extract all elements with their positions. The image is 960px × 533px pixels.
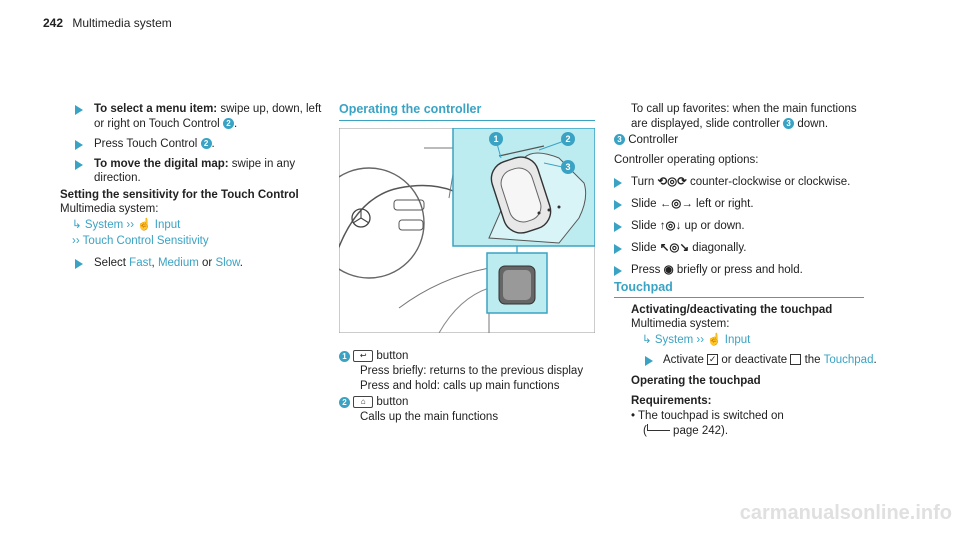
nav-chevron-icon: ››: [696, 334, 705, 346]
nav-chevron-icon: ››: [126, 219, 135, 231]
option-fast[interactable]: Fast: [129, 257, 152, 269]
bullet-arrow-icon: [614, 221, 622, 232]
step-move-map: To move the digital map: swipe in any: [94, 158, 296, 170]
caption-back-line1: Press briefly: returns to the previous d…: [360, 365, 584, 377]
sensitivity-subtitle: Multimedia system:: [60, 203, 159, 215]
title-rule: [614, 297, 864, 298]
bullet-arrow-icon: [75, 258, 83, 269]
checkbox-empty-icon: [790, 354, 802, 366]
op-slide-lr: Slide ←◎→ left or right.: [631, 198, 754, 210]
figure-callout-2: 2: [561, 132, 575, 146]
press-controller-icon: ◉: [663, 264, 674, 276]
section-title: Multimedia system: [72, 16, 172, 30]
nav-path-touchpad[interactable]: ↳ System ›› ☝ Input: [642, 334, 750, 347]
controller-figure: 1 2 3: [313, 127, 596, 334]
touch-hand-icon: ☝: [137, 219, 152, 231]
touchpad-title: Touchpad: [614, 280, 673, 294]
checkbox-checked-icon: ✓: [707, 354, 719, 366]
op-turn: Turn ⟲◎⟳ counter-clockwise or clockwise.: [631, 176, 851, 188]
nav-return-icon: ↳: [642, 334, 652, 346]
step-select-menu-item-line2: or right on Touch Control 2.: [94, 118, 238, 130]
op-slide-ud: Slide ↑◎↓ up or down.: [631, 220, 745, 232]
requirement-item: • The touchpad is switched on: [631, 410, 784, 422]
title-rule: [339, 120, 595, 121]
bullet-dot-icon: •: [631, 410, 636, 422]
callout-3: 3: [783, 118, 795, 130]
nav-input-link[interactable]: Input: [154, 219, 181, 231]
bullet-arrow-icon: [75, 139, 83, 150]
nav-touch-sensitivity-link[interactable]: Touch Control Sensitivity: [82, 235, 209, 247]
step-select-menu-item: To select a menu item: swipe up, down, l…: [94, 103, 322, 115]
step-select-sensitivity: Select Fast, Medium or Slow.: [94, 257, 243, 269]
activate-touchpad-subtitle: Multimedia system:: [631, 318, 730, 330]
nav-system-link[interactable]: System: [654, 334, 694, 346]
nav-system-link[interactable]: System: [84, 219, 124, 231]
home-icon: ⌂: [353, 396, 374, 408]
step-activate-touchpad: Activate ✓ or deactivate the Touchpad.: [663, 354, 877, 366]
favorites-line1: To call up favorites: when the main func…: [631, 103, 857, 115]
activate-touchpad-heading: Activating/deactivating the touchpad: [631, 304, 833, 316]
rotate-controller-icon: ⟲◎⟳: [657, 176, 687, 188]
bullet-arrow-icon: [75, 104, 83, 115]
callout-2: 2: [200, 138, 212, 150]
sensitivity-heading: Setting the sensitivity for the Touch Co…: [60, 189, 299, 201]
figure-callout-3: 3: [561, 160, 575, 174]
option-slow[interactable]: Slow: [215, 257, 240, 269]
nav-return-icon: ↳: [72, 219, 82, 231]
caption-back-button: 1 ↩ button: [339, 350, 408, 363]
nav-chevron-icon: ››: [72, 235, 80, 247]
option-medium[interactable]: Medium: [157, 257, 199, 269]
op-slide-diag: Slide ↖◎↘ diagonally.: [631, 242, 747, 254]
requirements-heading: Requirements:: [631, 395, 712, 407]
slide-left-right-icon: ←◎→: [659, 198, 693, 210]
callout-2: 2: [339, 396, 350, 408]
bullet-arrow-icon: [75, 159, 83, 170]
controller-label: 3 Controller: [614, 134, 678, 147]
touch-hand-icon: ☝: [707, 334, 722, 346]
bullet-arrow-icon: [614, 265, 622, 276]
figure-callout-1: 1: [489, 132, 503, 146]
operating-options-heading: Controller operating options:: [614, 154, 759, 166]
callout-3: 3: [614, 134, 625, 146]
caption-back-line2: Press and hold: calls up main functions: [360, 380, 560, 392]
slide-diagonal-icon: ↖◎↘: [659, 242, 690, 254]
section-title-controller: Operating the controller: [339, 102, 482, 116]
requirement-page-ref[interactable]: ( page 242).: [643, 424, 729, 437]
page-ref-arrow-icon: [646, 424, 670, 432]
nav-input-link[interactable]: Input: [724, 334, 751, 346]
bullet-arrow-icon: [614, 199, 622, 210]
caption-home-line1: Calls up the main functions: [360, 411, 499, 423]
operating-touchpad-heading: Operating the touchpad: [631, 375, 761, 387]
bullet-arrow-icon: [614, 243, 622, 254]
back-icon: ↩: [353, 350, 374, 362]
callout-1: 1: [339, 350, 350, 362]
favorites-line2: are displayed, slide controller 3 down.: [631, 118, 829, 130]
step-move-map-line2: direction.: [94, 172, 141, 184]
touchpad-option[interactable]: Touchpad: [823, 354, 874, 366]
watermark: carmanualsonline.info: [739, 502, 952, 524]
step-press-touch-control: Press Touch Control 2.: [94, 138, 215, 150]
nav-path-1[interactable]: ↳ System ›› ☝ Input: [72, 219, 180, 232]
caption-home-button: 2 ⌂ button: [339, 396, 408, 409]
slide-up-down-icon: ↑◎↓: [659, 220, 682, 232]
bullet-arrow-icon: [645, 355, 653, 366]
page-number: 242: [43, 16, 64, 30]
bullet-arrow-icon: [614, 177, 622, 188]
nav-path-2[interactable]: ›› Touch Control Sensitivity: [72, 235, 209, 248]
page-header: 242 Multimedia system: [43, 16, 172, 30]
callout-2: 2: [222, 118, 234, 130]
op-press: Press ◉ briefly or press and hold.: [631, 264, 803, 276]
